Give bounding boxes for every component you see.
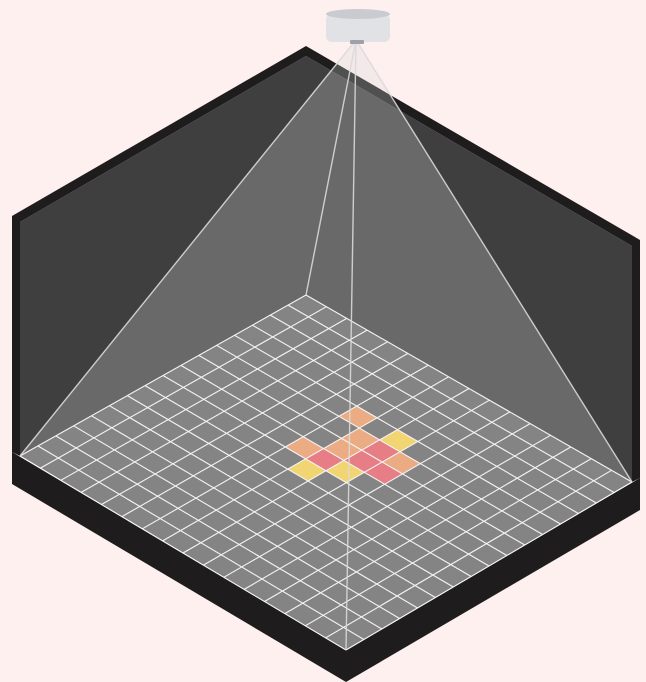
sensor-top	[326, 9, 390, 19]
ceiling-sensor-icon	[326, 9, 390, 44]
sensor-lens	[350, 40, 364, 44]
